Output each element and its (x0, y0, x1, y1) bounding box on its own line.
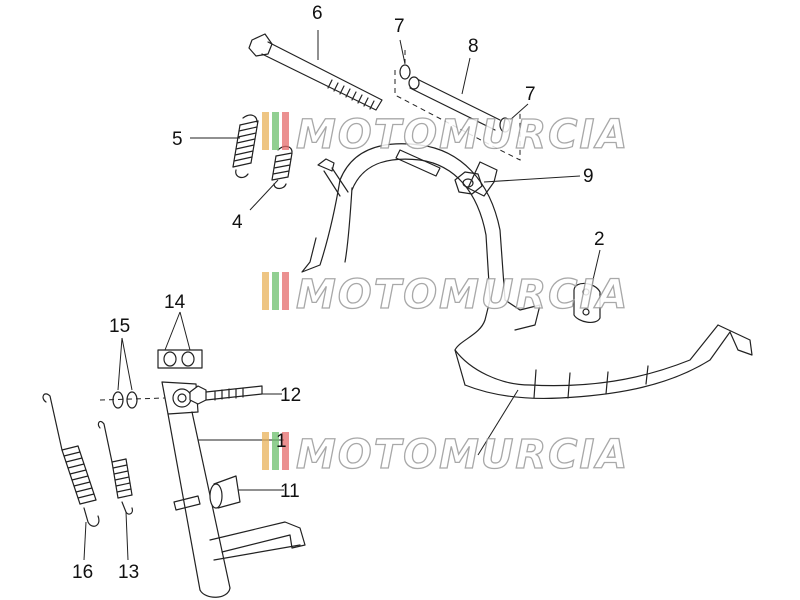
watermark-stripe (262, 432, 269, 470)
callout-label: 8 (468, 36, 479, 57)
callout-label: 11 (280, 481, 300, 502)
callout-label: 15 (109, 316, 130, 337)
watermark-bottom: MOTOMURCIA (262, 431, 629, 479)
watermark-stripe (272, 432, 279, 470)
callout-label: 16 (72, 562, 93, 583)
callout-label: 7 (525, 84, 536, 105)
callout-label: 9 (583, 166, 594, 187)
watermark-text: MOTOMURCIA (296, 432, 629, 478)
part-7-pin-left (399, 50, 411, 80)
part-1-side-stand (161, 381, 306, 598)
watermark-stripe (272, 272, 279, 310)
watermark-stripe (262, 272, 269, 310)
part-11-bush (209, 475, 241, 509)
watermark-middle: MOTOMURCIA (262, 271, 629, 319)
leader-lines (83, 30, 601, 561)
part-13-washers (157, 349, 203, 369)
watermark-stripe (272, 112, 279, 150)
callout-label: 13 (118, 562, 139, 583)
centre-stand-frame (301, 143, 753, 399)
watermark-text: MOTOMURCIA (296, 272, 629, 318)
callout-label: 6 (312, 3, 323, 24)
part-12-bolt (189, 385, 263, 405)
part-5-spring (232, 114, 259, 179)
part-15-spring (97, 420, 133, 515)
watermark-stripe (282, 432, 289, 470)
watermark-stripe (282, 112, 289, 150)
part-16-spring (42, 393, 100, 527)
callout-label: 7 (394, 16, 405, 37)
watermark-top: MOTOMURCIA (262, 111, 629, 159)
callout-label: 4 (232, 212, 243, 233)
part-14-washers (99, 391, 166, 409)
part-2-plate (573, 282, 601, 324)
watermark-text: MOTOMURCIA (296, 112, 629, 158)
part-6-long-bolt (248, 33, 383, 111)
callout-label: 5 (172, 129, 183, 150)
part-8-shaft (394, 70, 521, 161)
callout-label: 2 (594, 229, 605, 250)
callout-label: 1 (276, 431, 287, 452)
callout-label: 14 (164, 292, 186, 313)
part-4-spring (271, 145, 293, 190)
callout-label: 12 (280, 385, 301, 406)
watermark-stripe (282, 272, 289, 310)
callout-labels: 6 7 8 7 9 2 5 4 14 15 12 11 16 13 1 (72, 3, 605, 583)
part-7-pin-right (499, 117, 511, 133)
watermark-stripe (262, 112, 269, 150)
